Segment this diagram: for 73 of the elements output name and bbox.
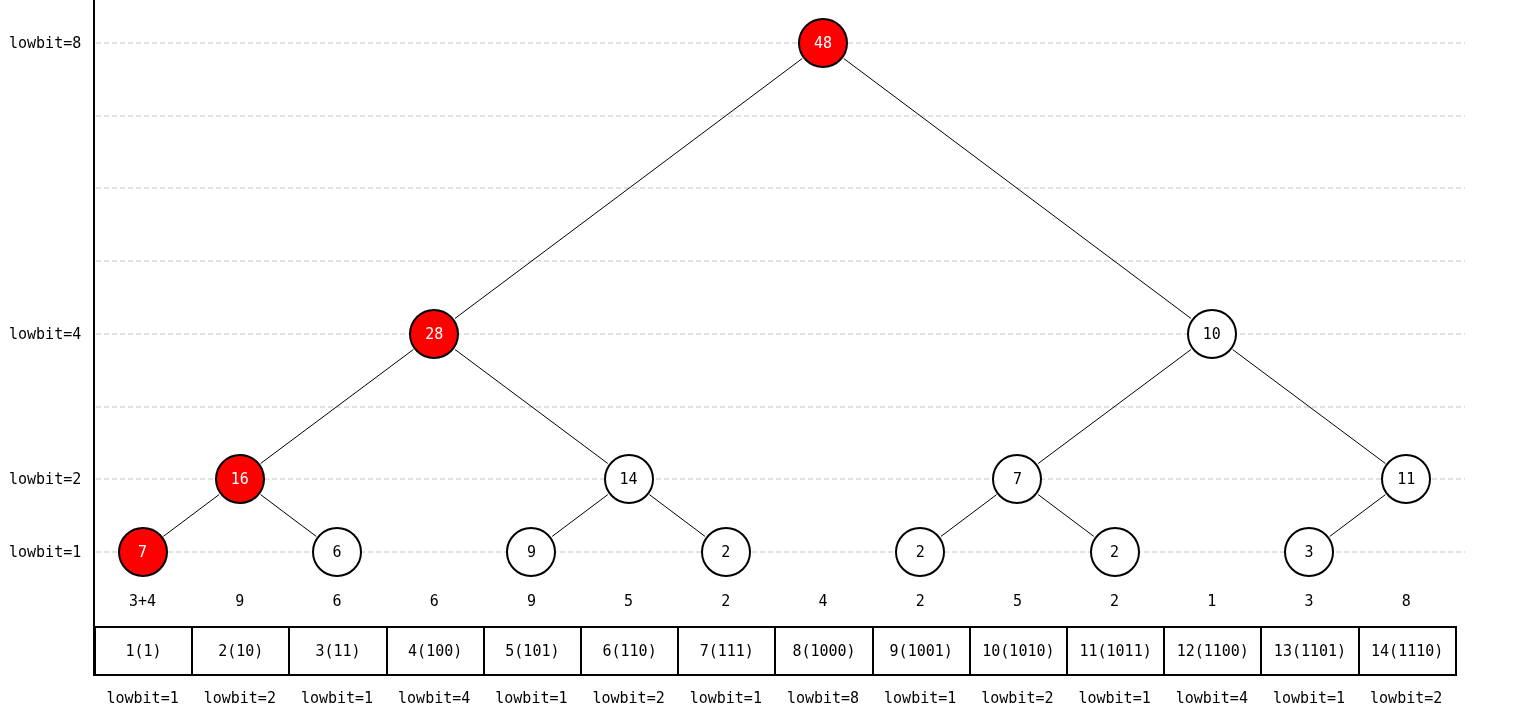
value-label: 4 bbox=[818, 592, 828, 610]
value-label: 9 bbox=[526, 592, 536, 610]
tree-edge bbox=[648, 494, 706, 537]
tree-node: 11 bbox=[1381, 454, 1432, 504]
tree-node: 6 bbox=[312, 527, 362, 577]
lowbit-label: lowbit=2 bbox=[592, 689, 665, 707]
value-label: 6 bbox=[332, 592, 342, 610]
tree-edge bbox=[1037, 494, 1095, 537]
tree-node: 14 bbox=[603, 454, 654, 504]
value-label: 2 bbox=[721, 592, 731, 610]
value-label: 1 bbox=[1207, 592, 1217, 610]
tree-edge bbox=[454, 58, 803, 319]
tree-node: 2 bbox=[895, 527, 946, 577]
tree-edge bbox=[551, 494, 609, 537]
lowbit-label: lowbit=2 bbox=[203, 689, 276, 707]
tree-edge bbox=[940, 494, 998, 537]
tree-node: 2 bbox=[1089, 527, 1140, 577]
tree-edge bbox=[260, 494, 317, 537]
value-label: 2 bbox=[1110, 592, 1120, 610]
lowbit-label: lowbit=4 bbox=[398, 689, 471, 707]
lowbit-label: lowbit=2 bbox=[981, 689, 1054, 707]
array-cell: 2(10) bbox=[191, 626, 291, 676]
array-cell: 12(1100) bbox=[1163, 626, 1263, 676]
lowbit-label: lowbit=1 bbox=[495, 689, 568, 707]
array-cell: 7(111) bbox=[677, 626, 777, 676]
value-label: 5 bbox=[624, 592, 634, 610]
lowbit-label: lowbit=1 bbox=[1078, 689, 1151, 707]
tree-edge bbox=[1232, 349, 1386, 464]
array-cell: 11(1011) bbox=[1066, 626, 1166, 676]
tree-edge bbox=[454, 349, 609, 464]
tree-node: 9 bbox=[506, 527, 557, 577]
tree-node: 7 bbox=[992, 454, 1043, 504]
value-label: 2 bbox=[915, 592, 925, 610]
tree-node: 2 bbox=[700, 527, 751, 577]
array-cell: 9(1001) bbox=[871, 626, 971, 676]
tree-node: 28 bbox=[409, 309, 460, 359]
array-cell: 3(11) bbox=[288, 626, 388, 676]
tree-edge bbox=[1037, 349, 1192, 464]
value-label: 9 bbox=[235, 592, 245, 610]
tree-edge bbox=[843, 58, 1192, 319]
tree-edge bbox=[162, 494, 220, 537]
lowbit-label: lowbit=1 bbox=[300, 689, 374, 707]
axis-label: lowbit=8 bbox=[9, 34, 82, 52]
array-cell: 10(1010) bbox=[968, 626, 1068, 676]
tree-node: 16 bbox=[214, 454, 265, 504]
array-cell: 5(101) bbox=[482, 626, 582, 676]
lowbit-label: lowbit=1 bbox=[884, 689, 957, 707]
axis-label: lowbit=2 bbox=[9, 470, 82, 488]
tree-edge bbox=[1329, 494, 1386, 537]
lowbit-label: lowbit=2 bbox=[1370, 689, 1443, 707]
array-cell: 13(1101) bbox=[1260, 626, 1360, 676]
tree-node: 7 bbox=[117, 527, 168, 577]
lowbit-label: lowbit=1 bbox=[689, 689, 762, 707]
tree-node: 3 bbox=[1284, 527, 1334, 577]
lowbit-label: lowbit=1 bbox=[106, 689, 179, 707]
lowbit-label: lowbit=1 bbox=[1272, 689, 1346, 707]
value-label: 3 bbox=[1304, 592, 1314, 610]
array-cell: 14(1110) bbox=[1357, 626, 1457, 676]
value-label: 8 bbox=[1401, 592, 1411, 610]
value-label: 3+4 bbox=[129, 592, 157, 610]
tree-node: 48 bbox=[798, 18, 848, 68]
tree-node: 10 bbox=[1186, 309, 1237, 359]
array-cell: 4(100) bbox=[385, 626, 485, 676]
axis-label: lowbit=4 bbox=[9, 325, 82, 343]
array-cell: 6(110) bbox=[580, 626, 680, 676]
array-cell: 8(1000) bbox=[774, 626, 874, 676]
tree-edge bbox=[260, 349, 414, 464]
value-label: 6 bbox=[429, 592, 439, 610]
axis-label: lowbit=1 bbox=[9, 543, 82, 561]
lowbit-label: lowbit=4 bbox=[1175, 689, 1248, 707]
array-cell: 1(1) bbox=[94, 626, 194, 676]
lowbit-label: lowbit=8 bbox=[786, 689, 860, 707]
value-label: 5 bbox=[1012, 592, 1022, 610]
